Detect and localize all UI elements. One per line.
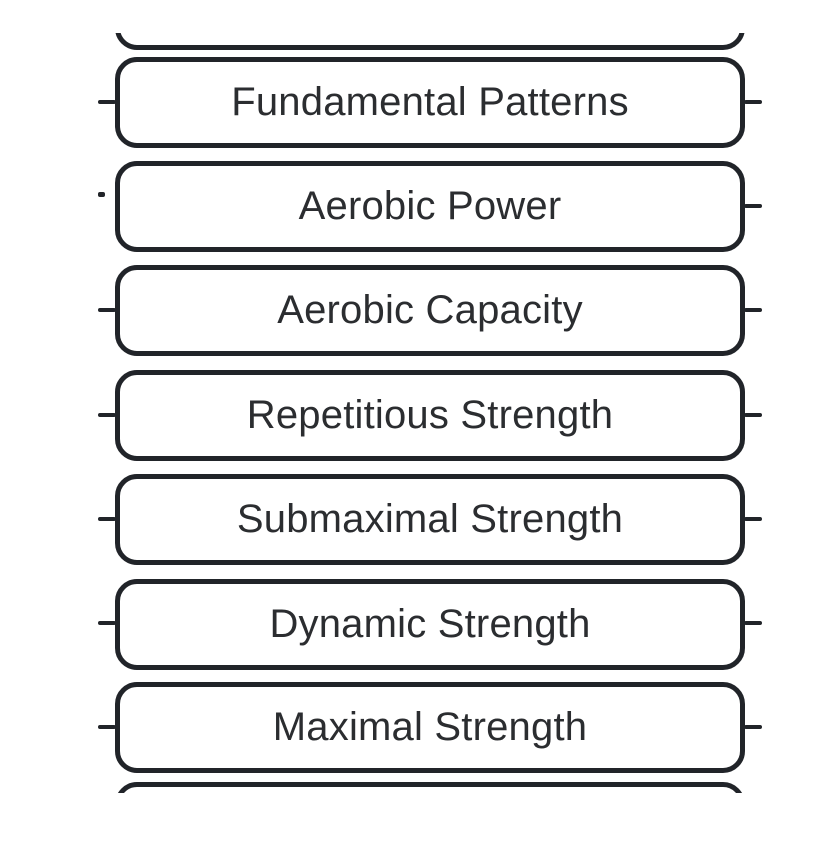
node-label: Submaximal Strength <box>236 497 624 541</box>
node-maximal-strength: Maximal Strength <box>115 682 745 773</box>
node-partial-bottom-border <box>115 782 745 793</box>
node-label: Fundamental Patterns <box>231 80 629 124</box>
node-aerobic-capacity: Aerobic Capacity <box>115 265 745 356</box>
node-partial-top <box>115 33 745 50</box>
node-dynamic-strength: Dynamic Strength <box>115 579 745 670</box>
connector-tick-left-7 <box>98 725 116 729</box>
connector-tick-right-2 <box>744 204 762 208</box>
node-label: Aerobic Capacity <box>277 288 583 332</box>
connector-tick-right-3 <box>744 308 762 312</box>
node-label: Aerobic Power <box>298 184 562 228</box>
node-partial-top-border <box>115 33 745 50</box>
connector-tick-right-5 <box>744 517 762 521</box>
connector-tick-left-5 <box>98 517 116 521</box>
connector-dot-left-2 <box>98 192 105 197</box>
connector-tick-left-6 <box>98 621 116 625</box>
connector-tick-right-1 <box>744 100 762 104</box>
node-repetitious-strength: Repetitious Strength <box>115 370 745 461</box>
connector-tick-left-1 <box>98 100 116 104</box>
node-fundamental-patterns: Fundamental Patterns <box>115 57 745 148</box>
node-label: Repetitious Strength <box>246 393 614 437</box>
node-label: Maximal Strength <box>272 705 588 749</box>
node-submaximal-strength: Submaximal Strength <box>115 474 745 565</box>
connector-tick-left-4 <box>98 413 116 417</box>
node-label: Dynamic Strength <box>269 602 591 646</box>
connector-tick-left-3 <box>98 308 116 312</box>
node-partial-bottom <box>115 782 745 793</box>
node-aerobic-power: Aerobic Power <box>115 161 745 252</box>
connector-tick-right-6 <box>744 621 762 625</box>
connector-tick-right-7 <box>744 725 762 729</box>
connector-tick-right-4 <box>744 413 762 417</box>
